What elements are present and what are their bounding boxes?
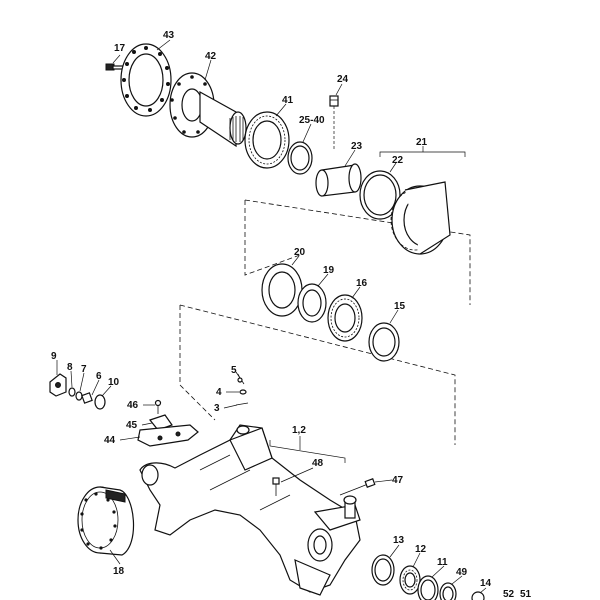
part-25-40-shim-ring[interactable] <box>287 141 313 175</box>
part-21-ring-gear[interactable] <box>390 181 451 255</box>
label-22: 22 <box>392 155 404 166</box>
label-42: 42 <box>205 51 217 62</box>
part-3-bolt[interactable] <box>235 402 249 406</box>
part-18-brake-drum[interactable] <box>77 486 134 556</box>
label-43: 43 <box>163 30 175 41</box>
label-24: 24 <box>337 74 349 85</box>
label-4: 4 <box>216 387 222 398</box>
assembly-outline-lower <box>179 304 456 445</box>
part-44-strap-bracket[interactable] <box>137 424 199 447</box>
label-1-2: 1,2 <box>292 425 306 436</box>
label-45: 45 <box>126 420 138 431</box>
part-12-bearing[interactable] <box>399 565 421 595</box>
part-11-ring[interactable] <box>417 575 439 600</box>
part-8-washer[interactable] <box>68 387 76 397</box>
part-14-washer[interactable] <box>471 591 485 600</box>
part-49-seal[interactable] <box>439 582 457 600</box>
label-7: 7 <box>81 364 87 375</box>
part-15-seal[interactable] <box>368 322 400 362</box>
part-6-nipple[interactable] <box>81 392 93 404</box>
label-16: 16 <box>356 278 368 289</box>
part-7-washer[interactable] <box>75 391 83 401</box>
part-22-seal-ring[interactable] <box>359 170 401 220</box>
label-3: 3 <box>214 403 220 414</box>
label-20: 20 <box>294 247 306 258</box>
part-13-seal[interactable] <box>371 554 395 586</box>
part-20-bearing-cup[interactable] <box>261 263 303 317</box>
label-23: 23 <box>351 141 363 152</box>
part-24-plug[interactable] <box>329 95 339 107</box>
part-19-bearing-cone[interactable] <box>297 283 327 323</box>
label-17: 17 <box>114 43 126 54</box>
part-23-bushing[interactable] <box>315 163 362 197</box>
part-41-bearing[interactable] <box>244 111 290 169</box>
label-47: 47 <box>392 475 404 486</box>
label-14: 14 <box>480 578 492 589</box>
part-47-breather-tube[interactable] <box>339 478 376 496</box>
label-19: 19 <box>323 265 335 276</box>
label-15: 15 <box>394 301 406 312</box>
label-13: 13 <box>393 535 405 546</box>
part-9-bracket[interactable] <box>49 373 67 397</box>
label-48: 48 <box>312 458 324 469</box>
part-48-bolt[interactable] <box>272 477 280 496</box>
label-52: 52 <box>503 589 515 600</box>
label-21: 21 <box>416 137 428 148</box>
assembly-outline-upper <box>244 199 471 305</box>
label-9: 9 <box>51 351 57 362</box>
part-43-bolt-ring[interactable] <box>120 43 172 117</box>
label-12: 12 <box>415 544 427 555</box>
label-41: 41 <box>282 95 294 106</box>
part-4-washer[interactable] <box>239 389 247 395</box>
part-10-cap[interactable] <box>94 394 106 410</box>
part-labels: 17 43 42 24 41 25-40 23 21 22 20 19 16 1… <box>51 30 532 600</box>
label-46: 46 <box>127 400 139 411</box>
label-51: 51 <box>520 589 532 600</box>
label-5: 5 <box>231 365 237 376</box>
label-6: 6 <box>96 371 102 382</box>
label-18: 18 <box>113 566 125 577</box>
label-8: 8 <box>67 362 73 373</box>
label-25-40: 25-40 <box>299 115 325 126</box>
part-1-2-axle-housing[interactable] <box>139 424 361 596</box>
label-49: 49 <box>456 567 468 578</box>
label-44: 44 <box>104 435 116 446</box>
part-46-screw[interactable] <box>154 399 162 415</box>
label-11: 11 <box>437 557 448 568</box>
leader-lines <box>56 39 487 594</box>
label-10: 10 <box>108 377 120 388</box>
part-16-bearing[interactable] <box>327 294 363 342</box>
part-45-bracket-plate[interactable] <box>148 414 173 431</box>
part-42-hub-spindle[interactable] <box>169 72 247 148</box>
